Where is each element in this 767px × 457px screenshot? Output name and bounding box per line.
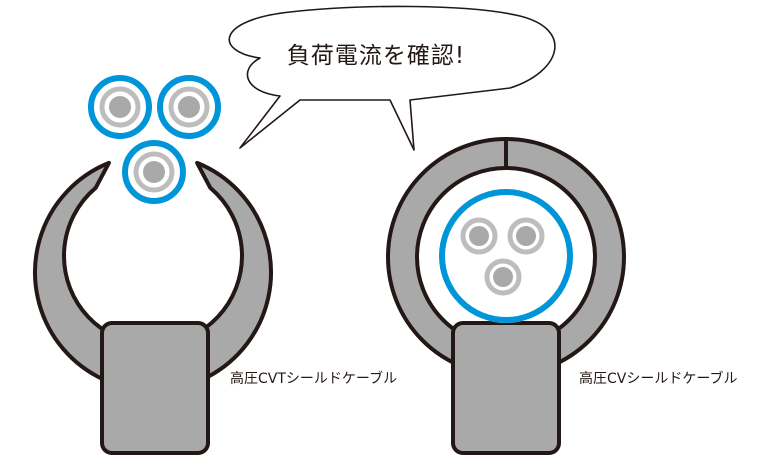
- clamp-meter-left: [33, 160, 273, 455]
- cv-cable-label: 高圧CVシールドケーブル: [579, 371, 738, 387]
- clamp-handle-left: [100, 321, 210, 455]
- cv-cable-sheath: [439, 189, 573, 323]
- cvt-core-2: [154, 72, 224, 142]
- cv-cable: [439, 189, 573, 323]
- speech-bubble: [228, 5, 556, 151]
- cvt-core-3: [119, 137, 189, 207]
- cv-core-3: [484, 258, 522, 296]
- cvt-cable: [85, 72, 224, 207]
- cv-core-1: [460, 217, 498, 255]
- speech-bubble-text: 負荷電流を確認!: [286, 43, 466, 69]
- speech-bubble-shape: [228, 5, 556, 151]
- cv-core-2: [507, 217, 545, 255]
- clamp-handle-right: [451, 321, 561, 455]
- cvt-core-1: [85, 72, 155, 142]
- clamp-jaw-left-open: [33, 160, 273, 393]
- cvt-cable-label: 高圧CVTシールドケーブル: [230, 371, 398, 387]
